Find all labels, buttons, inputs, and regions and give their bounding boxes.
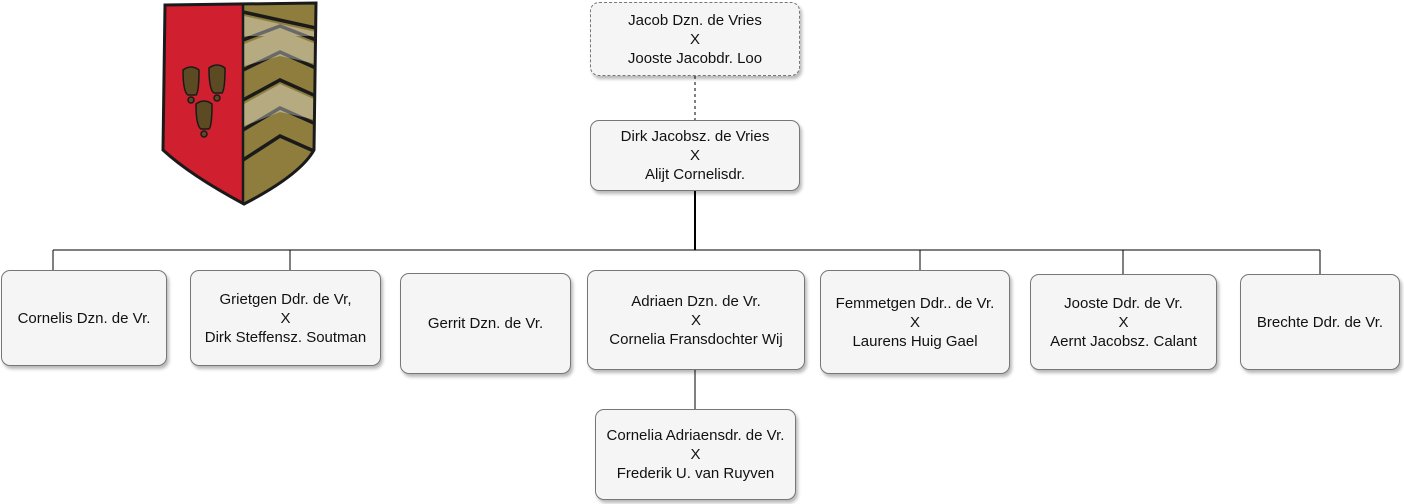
child-node-femmetgen[interactable]: Femmetgen Ddr.. de Vr. X Laurens Huig Ga…: [820, 270, 1010, 374]
child-node-cornelis[interactable]: Cornelis Dzn. de Vr.: [1, 270, 167, 366]
child-node-gerrit[interactable]: Gerrit Dzn. de Vr.: [400, 273, 571, 374]
grandchild-name: Cornelia Adriaensdr. de Vr.: [606, 427, 785, 444]
marriage-sep: X: [909, 313, 920, 331]
child-spouse: Cornelia Fransdochter Wij: [609, 330, 783, 348]
marriage-sep: X: [690, 446, 701, 463]
child-name: Adriaen Dzn. de Vr.: [631, 292, 761, 310]
child-name: Femmetgen Ddr.. de Vr.: [835, 294, 995, 312]
grandchild-spouse: Frederik U. van Ruyven: [616, 465, 775, 482]
child-name: Cornelis Dzn. de Vr.: [17, 309, 151, 327]
ancestor-node[interactable]: Jacob Dzn. de Vries X Jooste Jacobdr. Lo…: [590, 2, 800, 76]
coat-of-arms-icon: [161, 1, 318, 206]
parent-spouse: Alijt Cornelisdr.: [644, 166, 746, 183]
child-node-jooste[interactable]: Jooste Ddr. de Vr. X Aernt Jacobsz. Cala…: [1030, 274, 1217, 370]
child-name: Grietgen Ddr. de Vr,: [219, 290, 352, 308]
ancestor-spouse: Jooste Jacobdr. Loo: [627, 49, 763, 67]
child-spouse: Dirk Steffensz. Soutman: [204, 328, 367, 346]
child-node-grietgen[interactable]: Grietgen Ddr. de Vr, X Dirk Steffensz. S…: [190, 270, 381, 366]
marriage-sep: X: [690, 311, 701, 329]
marriage-sep: X: [1118, 313, 1129, 331]
marriage-sep: X: [689, 147, 700, 164]
parent-node[interactable]: Dirk Jacobsz. de Vries X Alijt Cornelisd…: [590, 120, 800, 191]
child-spouse: Laurens Huig Gael: [852, 332, 978, 350]
ancestor-name: Jacob Dzn. de Vries: [628, 11, 762, 29]
child-node-brechte[interactable]: Brechte Ddr. de Vr.: [1240, 274, 1400, 370]
child-node-adriaen[interactable]: Adriaen Dzn. de Vr. X Cornelia Fransdoch…: [587, 270, 805, 370]
parent-name: Dirk Jacobsz. de Vries: [620, 128, 770, 145]
grandchild-node[interactable]: Cornelia Adriaensdr. de Vr. X Frederik U…: [595, 409, 796, 500]
marriage-sep: X: [689, 30, 700, 48]
child-name: Brechte Ddr. de Vr.: [1256, 313, 1384, 331]
child-spouse: Aernt Jacobsz. Calant: [1050, 332, 1197, 350]
child-name: Gerrit Dzn. de Vr.: [427, 315, 544, 332]
child-name: Jooste Ddr. de Vr.: [1064, 294, 1183, 312]
marriage-sep: X: [280, 309, 291, 327]
